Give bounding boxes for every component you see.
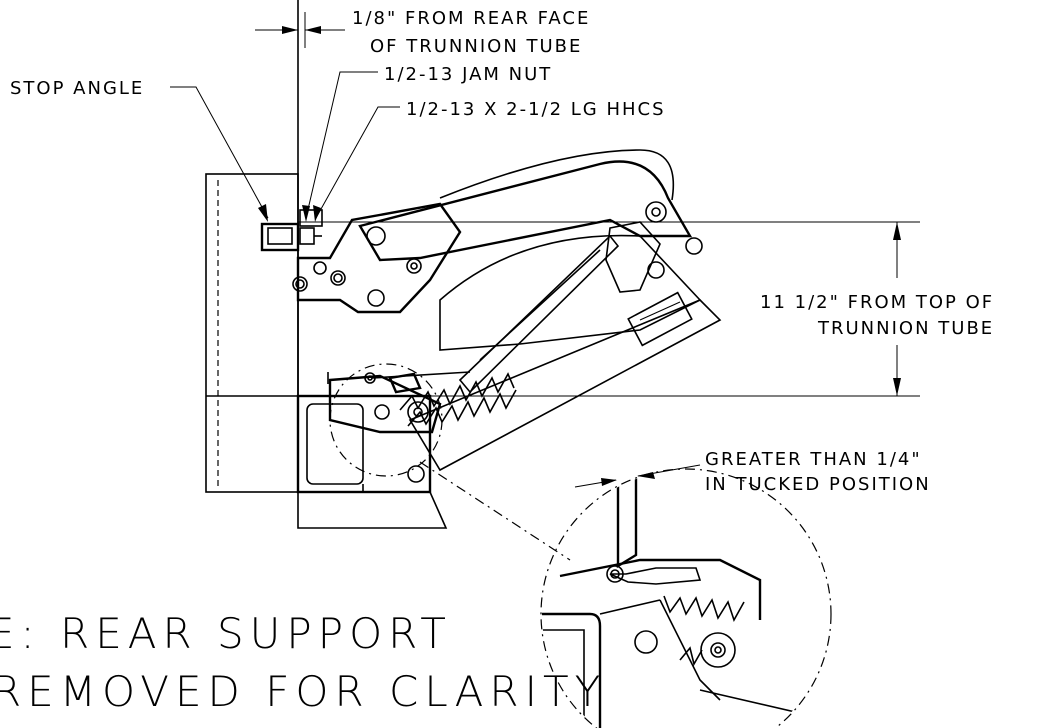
rear-face-label-line2: OF TRUNNION TUBE bbox=[370, 36, 582, 57]
gap-dimension bbox=[574, 464, 701, 488]
stop-angle-label: STOP ANGLE bbox=[10, 78, 144, 99]
stop-angle-assembly bbox=[260, 209, 323, 252]
jam-nut-leader bbox=[302, 71, 378, 222]
upper-bracket bbox=[292, 202, 462, 314]
note-line1: E: REAR SUPPORT bbox=[0, 609, 452, 658]
hhcs-leader bbox=[313, 106, 400, 222]
detail-view bbox=[540, 468, 832, 728]
upper-link-arm bbox=[358, 149, 703, 293]
gap-label-line1: GREATER THAN 1/4" bbox=[705, 449, 922, 470]
note-line2: REMOVED FOR CLARITY bbox=[0, 667, 606, 716]
jam-nut-label: 1/2-13 JAM NUT bbox=[384, 64, 552, 85]
hhcs-label: 1/2-13 X 2-1/2 LG HHCS bbox=[406, 99, 666, 120]
trunnion-tube bbox=[296, 394, 448, 529]
lower-pivot-bracket bbox=[327, 372, 442, 483]
height-dimension-label-line1: 11 1/2" FROM TOP OF bbox=[760, 292, 994, 313]
detail-callout-circle bbox=[329, 363, 443, 477]
height-dimension bbox=[893, 222, 901, 396]
rear-face-dimension bbox=[255, 12, 345, 48]
base-frame bbox=[408, 234, 722, 472]
height-dimension-label-line2: TRUNNION TUBE bbox=[817, 318, 994, 339]
stop-angle-leader bbox=[170, 86, 269, 222]
gap-label-line2: IN TUCKED POSITION bbox=[705, 474, 931, 495]
rear-face-label-line1: 1/8" FROM REAR FACE bbox=[352, 8, 590, 29]
detail-leader-line bbox=[419, 461, 571, 561]
trunnion-side-plate bbox=[205, 173, 299, 493]
